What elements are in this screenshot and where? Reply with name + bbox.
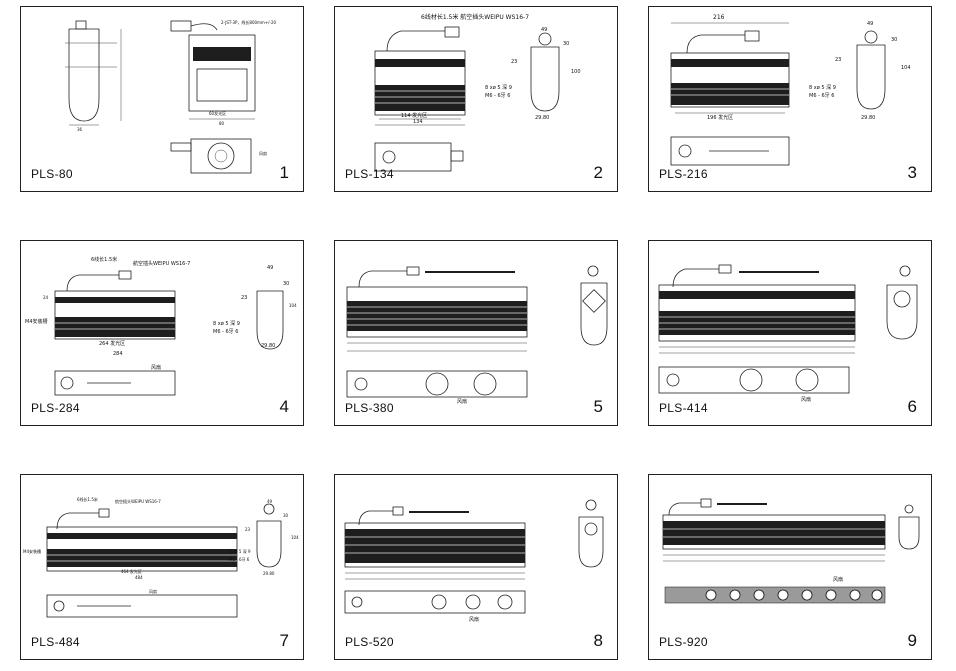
holes-note: 8 xø 5 深 9: [809, 84, 836, 91]
drawing-pls-520: 风扇: [344, 499, 604, 623]
svg-text:36: 36: [77, 127, 83, 132]
height-dim: 100: [571, 69, 581, 75]
model-label: PLS-80: [31, 167, 73, 181]
plug-note: 航空插头WEIPU WS16-7: [115, 498, 161, 504]
panel-number: 4: [279, 397, 289, 416]
panel-number: 1: [279, 163, 289, 182]
panel-pls-80: 36 60发光区 80 2-JST-3P，线长800mm+/-20 风扇 PLS…: [20, 6, 304, 192]
drawing-pls-80: 36 60发光区 80 2-JST-3P，线长800mm+/-20 风扇: [65, 19, 277, 174]
side-dim-b: 23: [245, 527, 251, 532]
side-dim-a: 30: [283, 513, 289, 518]
top-dim: 49: [541, 27, 547, 33]
fan-callout: 风扇: [469, 616, 479, 623]
fan-callout: 风扇: [151, 364, 161, 371]
height-dim: 104: [289, 303, 297, 308]
depth-dim: 29.80: [263, 571, 275, 576]
panel-number: 7: [279, 631, 289, 650]
holes-note: 8 xø 5 深 9: [485, 84, 512, 91]
side-dim-a: 30: [891, 37, 897, 43]
model-label: PLS-520: [345, 635, 394, 649]
drawing-pls-484: 6线长1.5米 航空插头WEIPU WS16-7 M4安装槽 464 发光区 4…: [23, 496, 299, 618]
body-dim: 60发光区: [209, 110, 226, 116]
panel-number: 3: [907, 163, 917, 182]
panel-pls-216: 216 196 发光区 49 30 23 104 8 xø 5 深 9 M6 -…: [648, 6, 932, 192]
model-label: PLS-380: [345, 401, 394, 415]
height-dim: 104: [291, 535, 299, 540]
heatsink-fins: [375, 85, 465, 111]
panel-number: 8: [593, 631, 603, 650]
width-dim: 484: [135, 575, 143, 580]
panel-pls-920: 风扇 PLS-920 9: [648, 474, 932, 660]
screw-note: M6 - 6牙 6: [809, 93, 834, 99]
mount-note: M4安装槽: [23, 548, 41, 554]
model-label: PLS-414: [659, 401, 708, 415]
height-dim: 104: [901, 65, 911, 71]
panel-number: 9: [907, 631, 917, 650]
drawing-pls-920: 风扇: [662, 498, 920, 604]
side-dim-a: 30: [563, 41, 569, 47]
panel-pls-134: 6线材长1.5米 航空插头WEIPU WS16-7 114 发光区 134 49…: [334, 6, 618, 192]
plug-note: 航空插头WEIPU WS16-7: [133, 260, 190, 267]
panel-number: 2: [593, 163, 603, 182]
side-dim-a: 30: [283, 281, 289, 287]
screw-note: M6 - 6牙 6: [485, 93, 510, 99]
fan-callout: 风扇: [149, 588, 157, 594]
drawing-pls-134: 6线材长1.5米 航空插头WEIPU WS16-7 114 发光区 134 49…: [374, 13, 581, 172]
top-dim: 49: [867, 21, 873, 27]
width-dim: 134: [413, 119, 423, 125]
model-label: PLS-484: [31, 635, 80, 649]
panel-number: 5: [593, 397, 603, 416]
cable-note: 6线材长1.5米 航空插头WEIPU WS16-7: [421, 13, 529, 21]
screw-note: M6 - 6牙 6: [229, 557, 250, 562]
panel-pls-414: 风扇 PLS-414 6: [648, 240, 932, 426]
drawing-pls-380: 风扇: [346, 265, 608, 405]
model-label: PLS-216: [659, 167, 708, 181]
fan-callout: 风扇: [259, 150, 267, 156]
depth-dim: 29.80: [535, 115, 549, 121]
top-dim: 49: [267, 265, 273, 271]
fan-callout: 风扇: [801, 396, 811, 403]
mount-note: M4安装槽: [25, 318, 48, 325]
lit-dim: 264 发光区: [99, 340, 125, 347]
width-dim: 80: [219, 121, 225, 126]
width-dim-top: 216: [713, 14, 725, 21]
model-label: PLS-134: [345, 167, 394, 181]
lit-dim: 114 发光区: [401, 112, 427, 119]
panel-pls-380: 风扇 PLS-380 5: [334, 240, 618, 426]
side-dim-b: 23: [511, 59, 517, 65]
cable-note: 6线长1.5米: [77, 496, 98, 502]
drawing-pls-284: 6线长1.5米 航空插头WEIPU WS16-7 M4安装槽 24 264 发光…: [25, 256, 297, 396]
drawing-pls-414: 风扇: [658, 264, 918, 403]
cable-note: 6线长1.5米: [91, 256, 117, 263]
lit-dim: 196 发光区: [707, 114, 733, 121]
panel-pls-484: 6线长1.5米 航空插头WEIPU WS16-7 M4安装槽 464 发光区 4…: [20, 474, 304, 660]
cable-note: 2-JST-3P，线长800mm+/-20: [221, 19, 277, 25]
side-dim-b: 23: [835, 57, 841, 63]
top-dim: 49: [267, 499, 273, 504]
fan-callout: 风扇: [833, 576, 843, 583]
depth-dim: 29.80: [861, 115, 875, 121]
fan-row: [705, 589, 883, 601]
panel-number: 6: [907, 397, 917, 416]
width-dim: 284: [113, 351, 123, 357]
side-dim-b: 23: [241, 295, 247, 301]
panel-pls-520: 风扇 PLS-520 8: [334, 474, 618, 660]
model-label: PLS-920: [659, 635, 708, 649]
panel-pls-284: 6线长1.5米 航空插头WEIPU WS16-7 M4安装槽 24 264 发光…: [20, 240, 304, 426]
model-label: PLS-284: [31, 401, 80, 415]
h-dim: 24: [43, 295, 49, 300]
lit-dim: 464 发光区: [121, 568, 142, 574]
drawing-pls-216: 216 196 发光区 49 30 23 104 8 xø 5 深 9 M6 -…: [670, 14, 911, 166]
holes-note: 8 xø 5 深 9: [213, 320, 240, 327]
depth-dim: 29.80: [261, 343, 275, 349]
holes-note: 8 xø 5 深 9: [229, 548, 251, 554]
screw-note: M6 - 6牙 6: [213, 329, 238, 335]
fan-callout: 风扇: [457, 398, 467, 405]
